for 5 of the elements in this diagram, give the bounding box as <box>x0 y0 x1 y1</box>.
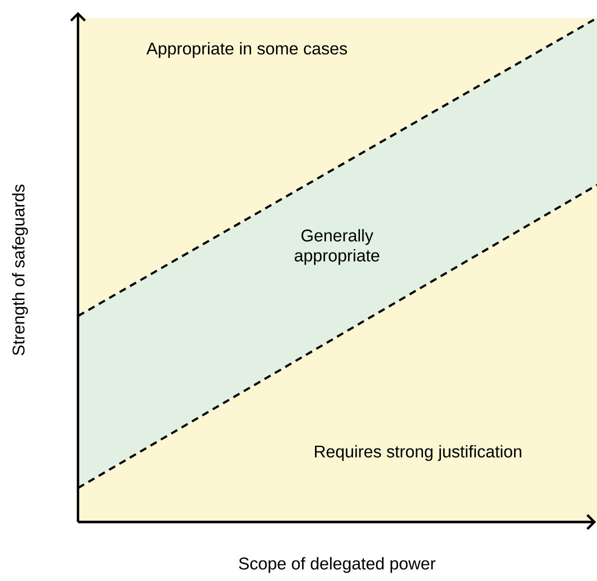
axis-title: Strength of safeguards <box>12 184 28 356</box>
region-label: Requires strong justification <box>315 445 522 461</box>
region-label: Generally appropriate <box>294 229 380 265</box>
region-label: Appropriate in some cases <box>146 42 347 58</box>
axis-title: Scope of delegated power <box>239 557 436 573</box>
